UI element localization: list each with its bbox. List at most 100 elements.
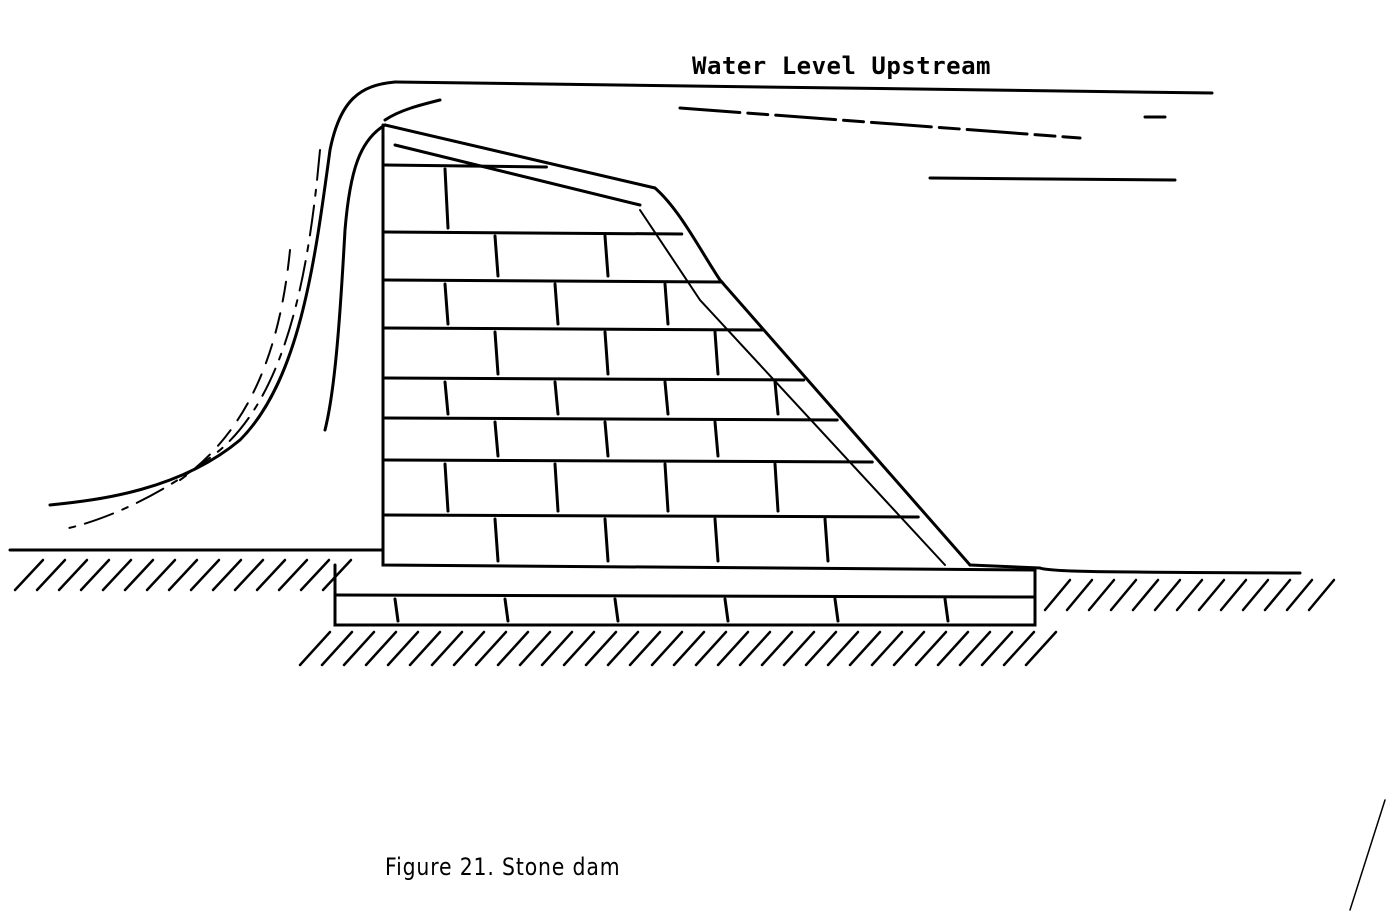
hatch-line <box>782 630 816 667</box>
hatch-line <box>277 558 309 592</box>
hatch-line <box>980 630 1014 667</box>
masonry-joint <box>603 517 610 563</box>
hatch-line <box>342 630 376 667</box>
masonry-joint <box>773 462 780 513</box>
masonry-joint <box>493 420 500 458</box>
hatch-line <box>211 558 243 592</box>
hatch-line <box>123 558 155 592</box>
hatch-line <box>870 630 904 667</box>
hatch-line <box>672 630 706 667</box>
hatch-line <box>299 558 331 592</box>
hatch-line <box>13 558 45 592</box>
hatch-line <box>584 630 618 667</box>
hatch-line <box>1241 578 1270 612</box>
masonry-joint <box>823 517 830 563</box>
ground-line <box>8 548 1302 575</box>
masonry-joint <box>603 330 610 376</box>
hatch-line <box>518 630 552 667</box>
hatch-line <box>496 630 530 667</box>
hatch-line <box>1153 578 1182 612</box>
hatch-line <box>255 558 287 592</box>
hatch-line <box>628 630 662 667</box>
hatch-line <box>101 558 133 592</box>
masonry-joint <box>383 416 839 422</box>
hatch-line <box>936 630 970 667</box>
hatch-line <box>1131 578 1160 612</box>
hatch-line <box>650 630 684 667</box>
masonry-joint <box>443 462 450 513</box>
hatch-line <box>1109 578 1138 612</box>
masonry-joint <box>603 234 610 278</box>
masonry-joint <box>663 380 670 416</box>
masonry-joint <box>333 593 1037 599</box>
hatch-line <box>826 630 860 667</box>
hatch-line <box>35 558 67 592</box>
hatch-line <box>1002 630 1036 667</box>
hatch-line <box>408 630 442 667</box>
ground-hatching <box>13 558 1336 667</box>
hatch-line <box>1197 578 1226 612</box>
masonry-courses <box>333 163 1037 623</box>
hatch-line <box>233 558 265 592</box>
masonry-joint <box>613 597 620 623</box>
hatch-line <box>958 630 992 667</box>
hatch-line <box>189 558 221 592</box>
masonry-joint <box>723 597 730 623</box>
hatch-line <box>430 630 464 667</box>
hatch-line <box>804 630 838 667</box>
hatch-line <box>1285 578 1314 612</box>
hatch-line <box>716 630 750 667</box>
masonry-joint <box>383 230 684 236</box>
masonry-joint <box>603 420 610 458</box>
hatch-line <box>914 630 948 667</box>
hatch-line <box>452 630 486 667</box>
masonry-joint <box>833 597 840 623</box>
masonry-joint <box>443 167 450 230</box>
hatch-line <box>298 630 332 667</box>
masonry-joint <box>713 517 720 563</box>
hatch-line <box>1024 630 1058 667</box>
masonry-joint <box>383 278 724 284</box>
hatch-line <box>145 558 177 592</box>
dam-body <box>333 123 1037 627</box>
masonry-joint <box>383 163 548 169</box>
masonry-joint <box>553 380 560 416</box>
masonry-joint <box>443 282 450 326</box>
scan-mark <box>1349 799 1386 911</box>
hatch-line <box>606 630 640 667</box>
water-level-label: Water Level Upstream <box>692 52 991 80</box>
masonry-joint <box>663 462 670 513</box>
hatch-line <box>1175 578 1204 612</box>
hatch-line <box>760 630 794 667</box>
hatch-line <box>57 558 89 592</box>
hatch-line <box>321 558 353 592</box>
masonry-joint <box>383 458 874 464</box>
masonry-joint <box>943 597 950 623</box>
hatch-line <box>1043 578 1072 612</box>
hatch-line <box>694 630 728 667</box>
masonry-joint <box>713 420 720 458</box>
water-surface <box>393 80 1214 182</box>
hatch-line <box>1065 578 1094 612</box>
masonry-joint <box>773 380 780 416</box>
masonry-joint <box>493 234 500 278</box>
masonry-joint <box>553 282 560 326</box>
hatch-line <box>1307 578 1336 612</box>
hatch-line <box>167 558 199 592</box>
masonry-joint <box>493 330 500 376</box>
hatch-line <box>364 630 398 667</box>
masonry-joint <box>383 326 764 332</box>
hatch-line <box>1219 578 1248 612</box>
masonry-joint <box>713 330 720 376</box>
hatch-line <box>540 630 574 667</box>
hatch-line <box>1263 578 1292 612</box>
hatch-line <box>79 558 111 592</box>
masonry-joint <box>443 380 450 416</box>
masonry-joint <box>383 513 920 519</box>
hatch-line <box>892 630 926 667</box>
masonry-joint <box>383 376 806 382</box>
hatch-line <box>562 630 596 667</box>
masonry-joint <box>663 282 670 326</box>
